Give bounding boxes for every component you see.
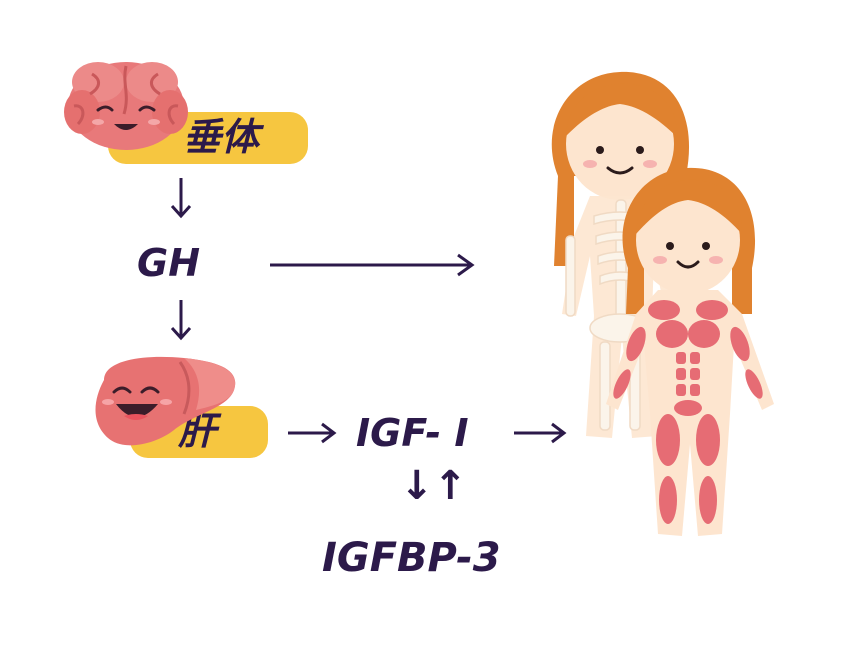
bidirectional-arrows: ↓↑	[400, 463, 468, 509]
liver-icon	[95, 356, 236, 446]
girl-muscle-figure	[606, 167, 774, 536]
arrow-liver-to-igf1	[288, 422, 337, 444]
pituitary-label: 垂体	[183, 115, 260, 159]
arrow-gh-to-body	[270, 253, 475, 277]
arrow-igf1-to-body	[514, 422, 567, 444]
arrow-pituitary-to-gh	[170, 178, 192, 219]
igf1-label: IGF- I	[356, 411, 469, 455]
gh-label: GH	[137, 241, 200, 285]
igfbp3-label: IGFBP-3	[322, 535, 501, 581]
arrow-gh-to-liver	[170, 300, 192, 341]
brain-icon	[64, 62, 188, 150]
